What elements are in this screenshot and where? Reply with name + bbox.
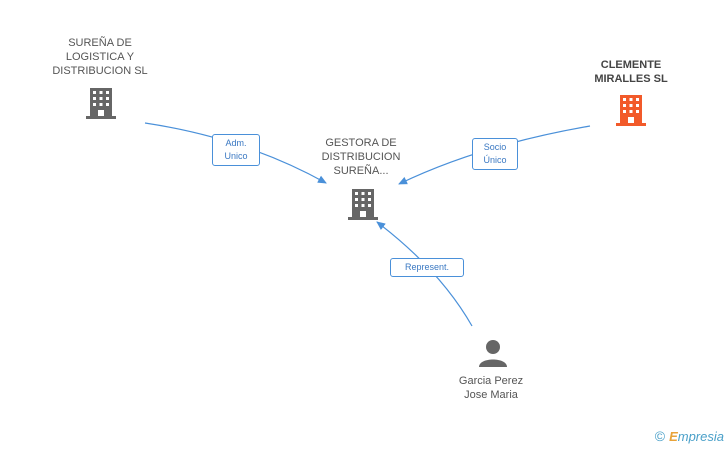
edge-label-socio-unico-line1: Socio bbox=[483, 142, 507, 152]
edge-label-adm-unico-line2: Unico bbox=[224, 151, 248, 161]
edge-label-adm-unico[interactable]: Adm. Unico bbox=[212, 134, 260, 166]
edge-label-represent[interactable]: Represent. bbox=[390, 258, 464, 277]
company-label-surena-logistica[interactable]: SUREÑA DE LOGISTICA Y DISTRIBUCION SL bbox=[52, 37, 148, 77]
brand-initial: E bbox=[669, 429, 678, 444]
company-label-gestora[interactable]: GESTORA DE DISTRIBUCION SUREÑA... bbox=[321, 137, 401, 177]
brand-name: mpresia bbox=[677, 429, 724, 444]
building-icon[interactable] bbox=[615, 93, 647, 127]
edge-label-socio-unico[interactable]: Socio Único bbox=[472, 138, 518, 170]
company-label-clemente-miralles[interactable]: CLEMENTE MIRALLES SL bbox=[594, 59, 668, 85]
building-icon[interactable] bbox=[347, 187, 379, 221]
person-label-garcia[interactable]: Garcia Perez Jose Maria bbox=[458, 375, 524, 401]
person-icon[interactable] bbox=[478, 338, 508, 368]
edge-label-adm-unico-line1: Adm. bbox=[225, 138, 247, 148]
building-icon[interactable] bbox=[85, 86, 117, 120]
edge-label-socio-unico-line2: Único bbox=[483, 155, 507, 165]
empresia-logo[interactable]: ©Empresia bbox=[655, 428, 724, 444]
copyright-symbol: © bbox=[654, 428, 666, 444]
